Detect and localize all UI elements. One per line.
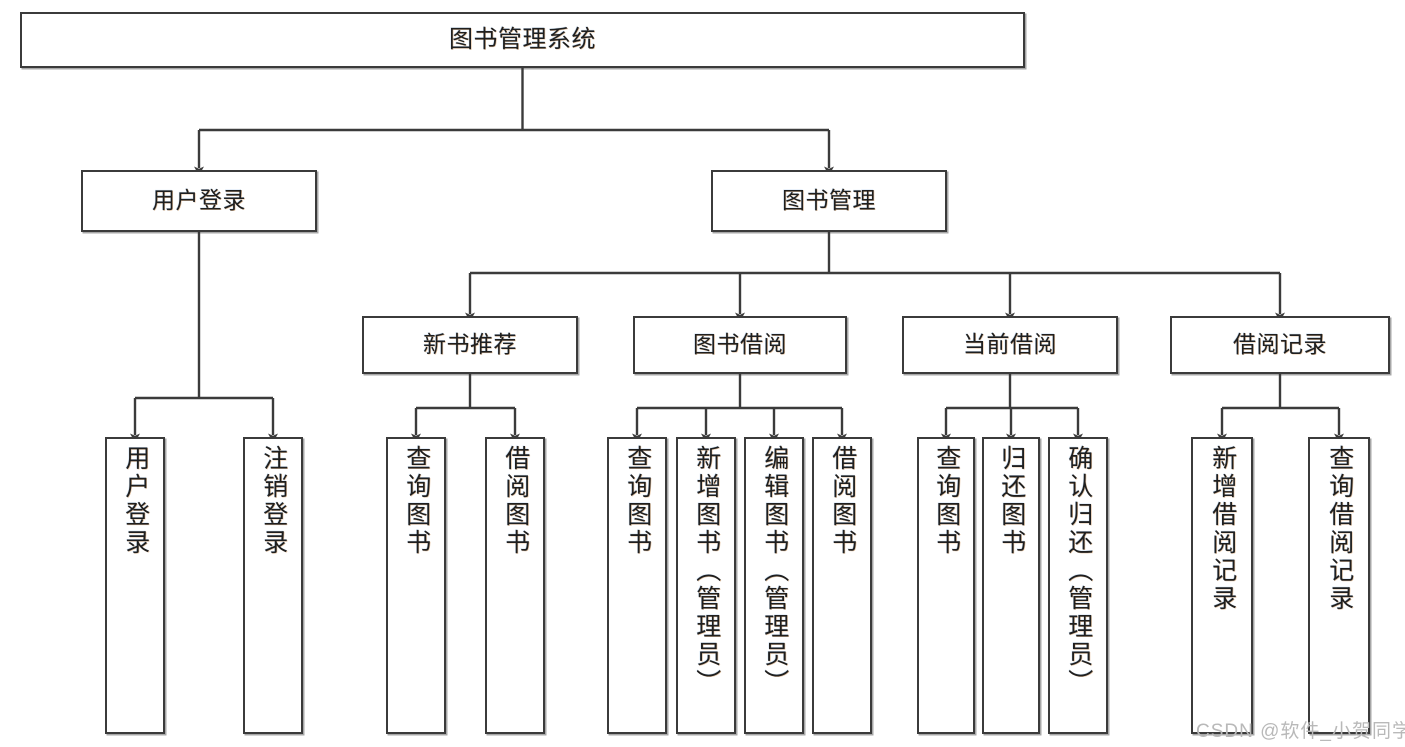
node-record[interactable]: 借阅记录 (1170, 316, 1390, 374)
node-root[interactable]: 图书管理系统 (20, 12, 1025, 68)
node-current[interactable]: 当前借阅 (902, 316, 1118, 374)
node-label: 归还图书 (997, 445, 1026, 557)
node-label: 新增借阅记录 (1208, 445, 1237, 613)
node-label: 用户登录 (152, 187, 246, 214)
node-l-radd[interactable]: 新增借阅记录 (1191, 437, 1253, 734)
node-label: 当前借阅 (963, 331, 1057, 358)
node-newbook[interactable]: 新书推荐 (362, 316, 578, 374)
node-l-creturn[interactable]: 归还图书 (982, 437, 1040, 734)
node-bookmgmt[interactable]: 图书管理 (711, 170, 947, 232)
node-label: 查询图书 (932, 445, 961, 557)
node-label: 新增图书（管理员） (692, 445, 721, 697)
edge-group (130, 68, 1344, 443)
node-l-rquery[interactable]: 查询借阅记录 (1308, 437, 1370, 734)
node-l-cconfirm[interactable]: 确认归还（管理员） (1048, 437, 1108, 734)
node-borrow[interactable]: 图书借阅 (633, 316, 847, 374)
node-label: 借阅记录 (1233, 331, 1327, 358)
node-l-badd[interactable]: 新增图书（管理员） (676, 437, 736, 734)
node-label: 图书管理系统 (449, 25, 596, 53)
node-label: 编辑图书（管理员） (760, 445, 789, 697)
node-label: 用户登录 (121, 445, 150, 557)
node-label: 图书管理 (782, 187, 876, 214)
node-label: 确认归还（管理员） (1064, 445, 1093, 697)
node-label: 查询图书 (402, 445, 431, 557)
node-l-bq[interactable]: 查询图书 (607, 437, 667, 734)
node-l-bedit[interactable]: 编辑图书（管理员） (744, 437, 804, 734)
node-label: 新书推荐 (423, 331, 517, 358)
node-l-login[interactable]: 用户登录 (105, 437, 165, 734)
node-l-nb-borrow[interactable]: 借阅图书 (485, 437, 545, 734)
node-l-logout[interactable]: 注销登录 (243, 437, 303, 734)
node-label: 借阅图书 (828, 445, 857, 557)
node-label: 借阅图书 (501, 445, 530, 557)
watermark: CSDN @软件_小贺同学 (1196, 721, 1405, 742)
node-label: 查询借阅记录 (1325, 445, 1354, 613)
node-l-nb-query[interactable]: 查询图书 (386, 437, 446, 734)
node-label: 图书借阅 (693, 331, 787, 358)
node-label: 注销登录 (259, 445, 288, 557)
node-l-bborrow[interactable]: 借阅图书 (812, 437, 872, 734)
node-login[interactable]: 用户登录 (81, 170, 317, 232)
node-label: 查询图书 (623, 445, 652, 557)
node-l-cq[interactable]: 查询图书 (917, 437, 975, 734)
